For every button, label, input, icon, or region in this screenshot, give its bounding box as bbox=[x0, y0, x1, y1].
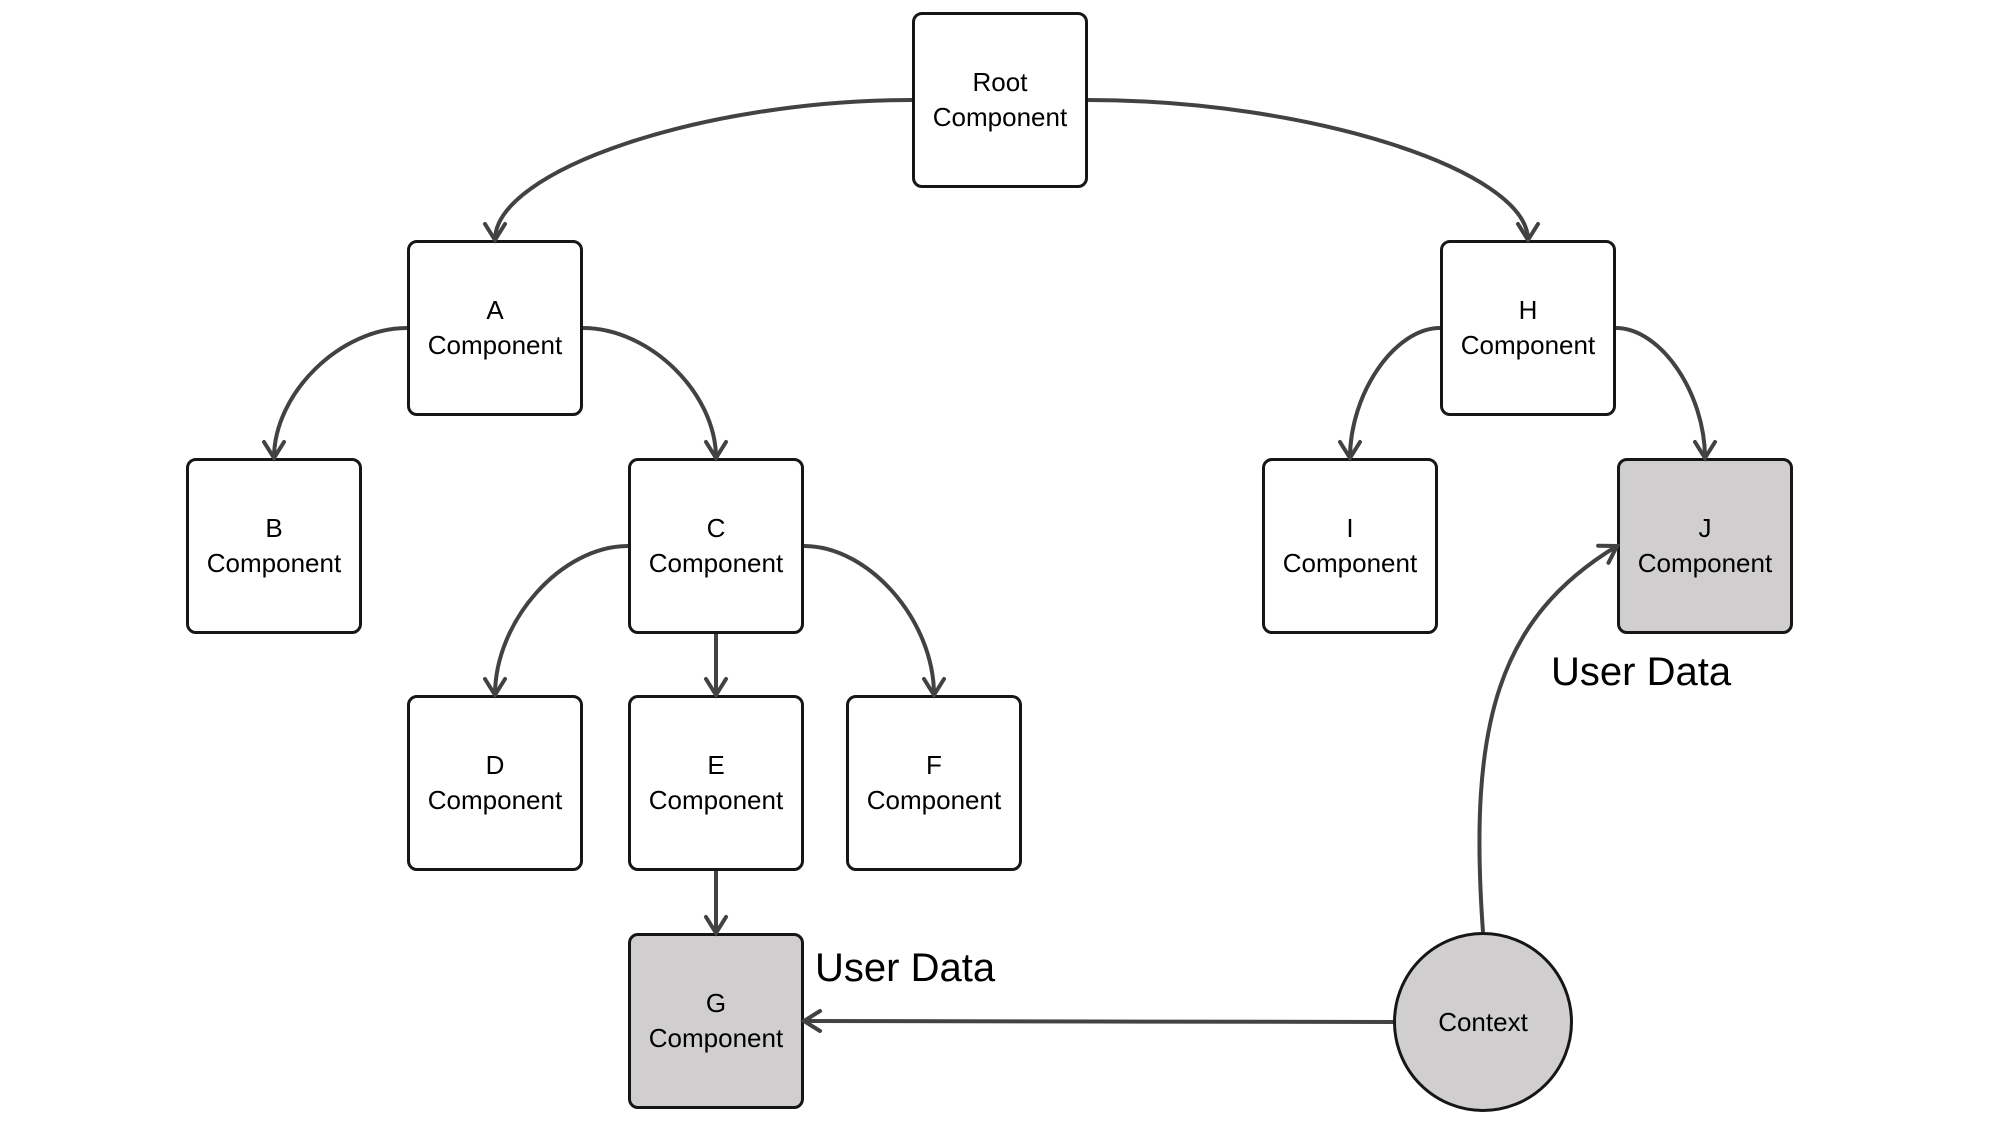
node-e: E Component bbox=[628, 695, 804, 871]
edge-c-d bbox=[483, 544, 629, 699]
node-a: A Component bbox=[407, 240, 583, 416]
node-label-context: Context bbox=[1438, 1006, 1528, 1037]
node-d: D Component bbox=[407, 695, 583, 871]
node-label-g: G Component bbox=[648, 988, 784, 1053]
node-label-b: B Component bbox=[206, 513, 342, 578]
node-i: I Component bbox=[1262, 458, 1438, 634]
edge-root-h bbox=[1087, 98, 1540, 244]
annotation-user-data-g: User Data bbox=[815, 946, 996, 990]
node-j: J Component bbox=[1617, 458, 1793, 634]
node-g: G Component bbox=[628, 933, 804, 1109]
node-label-j: J Component bbox=[1637, 513, 1773, 578]
node-h: H Component bbox=[1440, 240, 1616, 416]
edge-h-j bbox=[1615, 326, 1717, 462]
node-b: B Component bbox=[186, 458, 362, 634]
node-root: Root Component bbox=[912, 12, 1088, 188]
node-f: F Component bbox=[846, 695, 1022, 871]
node-label-c: C Component bbox=[648, 513, 784, 578]
node-label-e: E Component bbox=[648, 750, 784, 815]
node-label-h: H Component bbox=[1460, 295, 1596, 360]
node-label-d: D Component bbox=[427, 750, 563, 815]
edge-a-c bbox=[582, 326, 728, 462]
node-context: Context bbox=[1393, 932, 1573, 1112]
edge-context-g bbox=[800, 1009, 1394, 1034]
annotation-user-data-j: User Data bbox=[1551, 650, 1732, 694]
node-label-i: I Component bbox=[1282, 513, 1418, 578]
node-label-root: Root Component bbox=[932, 67, 1068, 132]
edge-root-a bbox=[483, 98, 913, 244]
node-label-a: A Component bbox=[427, 295, 563, 360]
node-label-f: F Component bbox=[866, 750, 1002, 815]
node-c: C Component bbox=[628, 458, 804, 634]
edge-h-i bbox=[1338, 326, 1441, 462]
edge-c-f bbox=[803, 544, 946, 699]
edge-context-j bbox=[1477, 543, 1621, 933]
edge-a-b bbox=[262, 326, 408, 462]
